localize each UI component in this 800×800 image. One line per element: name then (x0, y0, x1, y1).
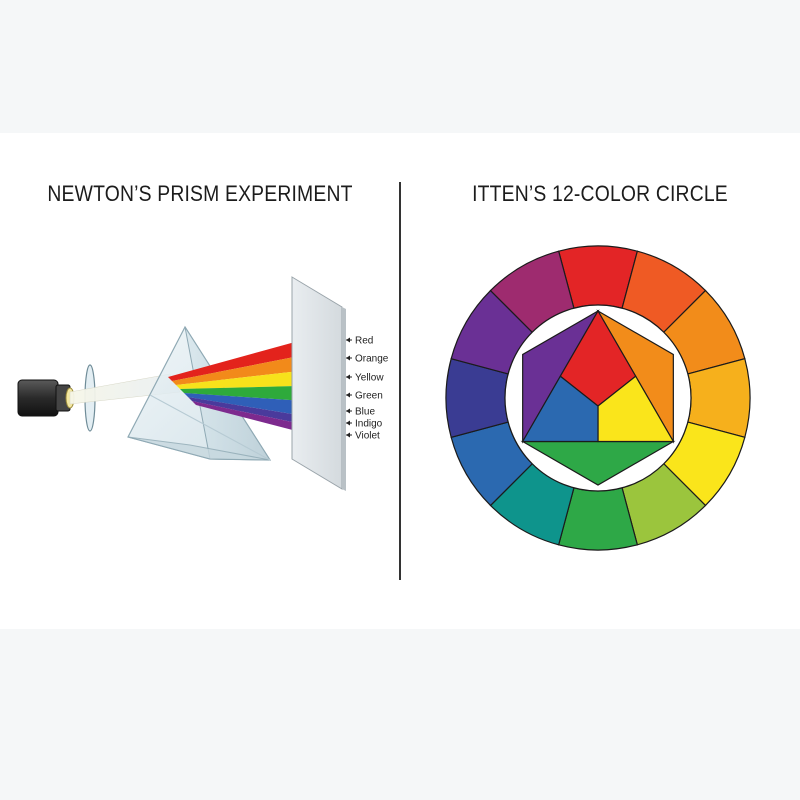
spectrum-label-red: Red (346, 336, 373, 347)
spectrum-label-text: Red (355, 336, 373, 347)
spectrum-label-text: Indigo (355, 419, 383, 430)
spectrum-label-yellow: Yellow (346, 373, 384, 384)
content-card: NEWTON’S PRISM EXPERIMENT ITTEN’S 12-COL… (0, 133, 800, 629)
spectrum-label-text: Orange (355, 354, 389, 365)
projection-screen (291, 276, 346, 491)
panel-divider (399, 182, 401, 580)
spectrum-label-blue: Blue (346, 407, 375, 418)
spectrum-label-green: Green (346, 391, 383, 402)
primary-blue (521, 375, 599, 443)
light-source-icon (17, 379, 75, 417)
spectrum-label-text: Violet (355, 431, 380, 442)
spectrum-label-orange: Orange (346, 354, 389, 365)
spectrum-label-text: Green (355, 391, 383, 402)
spectrum-label-violet: Violet (346, 431, 380, 442)
spectrum-label-indigo: Indigo (346, 419, 383, 430)
newton-title: NEWTON’S PRISM EXPERIMENT (47, 181, 353, 206)
itten-title: ITTEN’S 12-COLOR CIRCLE (472, 181, 728, 206)
spectrum-label-text: Blue (355, 407, 375, 418)
spectrum-label-text: Yellow (355, 373, 384, 384)
itten-color-wheel (445, 245, 751, 551)
